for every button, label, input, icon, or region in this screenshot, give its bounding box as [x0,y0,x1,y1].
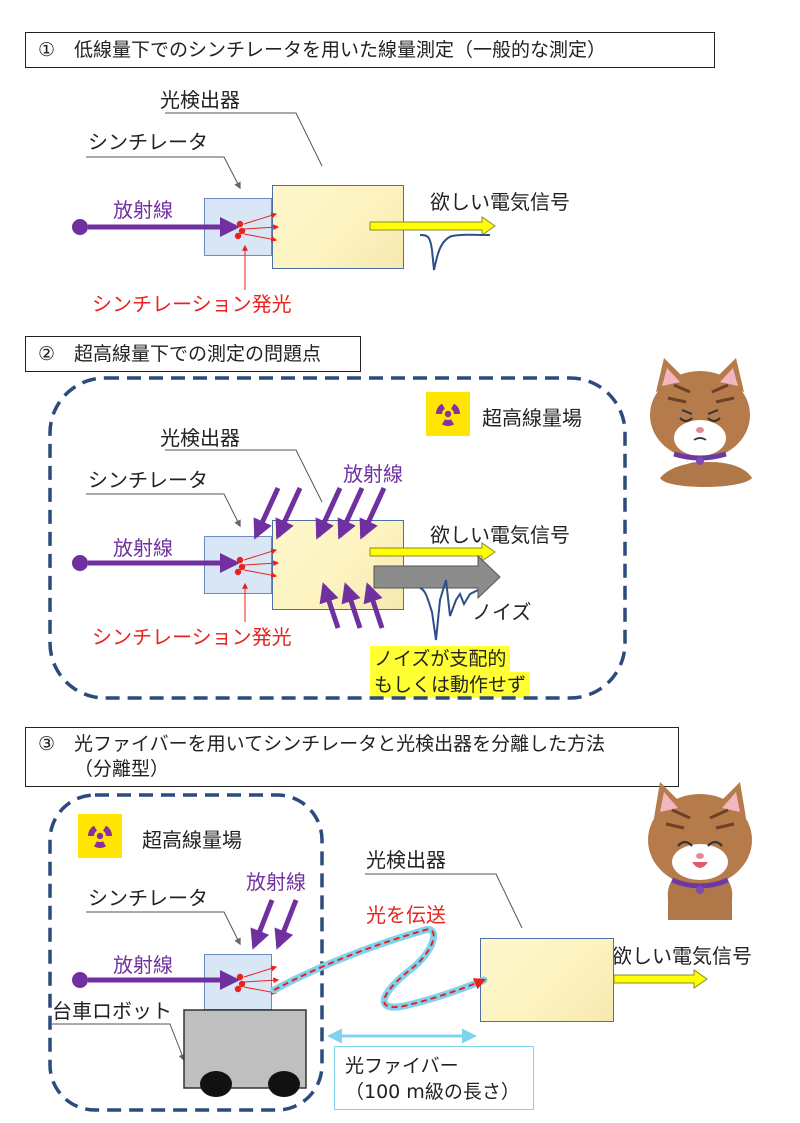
s3-scintillator-leader [86,911,241,946]
s2-noise-arrow [373,554,501,600]
section2-heading: ② 超高線量下での測定の問題点 [25,336,361,372]
s3-radiation-hazard-icon [78,814,122,858]
s3-light-transmission-path [273,928,487,1009]
s1-emission-dot [238,227,246,235]
s3-photodetector [480,938,614,1022]
s3-fiber-label-line2: （100 m級の長さ） [345,1081,520,1103]
s2-high-dose-boundary [48,376,627,700]
s1-emission-ray [243,233,278,243]
s3-radiation-label: 放射線 [113,953,173,977]
s3-radiation-label-top: 放射線 [246,870,306,894]
s3-fiber-label-line1: 光ファイバー [345,1055,459,1077]
s2-noise-label: ノイズ [472,600,532,624]
section3-heading-line2: （分離型） [74,758,170,780]
s2-signal-arrow [369,542,496,562]
happy-cat-illustration [648,782,752,920]
s1-photodetector-leader [165,112,323,167]
s3-scintillator-label: シンチレータ [88,886,208,910]
s2-emission-ray [243,569,278,579]
s2-photodetector-leader [165,449,323,503]
s1-emission-dot [234,232,242,240]
s2-stray-radiation-arrow [337,486,365,540]
s1-emission-ray [243,224,280,231]
s3-optical-fiber [270,926,488,1011]
s3-high-dose-boundary [48,793,324,1112]
s2-radiation-hazard-icon [426,392,470,436]
worried-cat-illustration [650,358,752,487]
s2-graphics [48,376,627,700]
s3-cart-leader [52,1023,186,1062]
s2-noise-waveform [419,579,479,641]
s3-fiber-label-box: 光ファイバー （100 m級の長さ） [334,1046,534,1110]
s2-desired-signal-label: 欲しい電気信号 [430,523,570,547]
s3-stray-radiation-arrow [250,899,275,950]
s1-photodetector-label: 光検出器 [160,88,240,112]
s1-scintillator-label: シンチレータ [88,130,208,154]
s3-high-dose-label: 超高線量場 [142,828,242,852]
s1-emission-label: シンチレーション発光 [92,292,292,316]
s2-radiation-label: 放射線 [113,536,173,560]
s2-high-dose-label: 超高線量場 [482,406,582,430]
s1-radiation-source [72,219,88,235]
s3-emission-dot [234,985,242,993]
s2-noise-warning-line2: もしくは動作せず [370,672,531,698]
s1-signal-pulse [419,233,491,271]
s3-photodetector-label: 光検出器 [366,848,446,872]
s2-emission-dot [236,556,244,564]
s2-stray-radiation-arrow [275,486,303,540]
s3-cart-robot-label: 台車ロボット [52,999,172,1023]
s1-emission-dot [236,220,244,228]
s2-emission-dot [238,563,246,571]
s2-stray-radiation-arrow [319,582,341,629]
s1-graphics [72,112,496,290]
s3-emission-dot [236,973,244,981]
s3-cart-robot-illustration [183,1009,307,1097]
s2-emission-label: シンチレーション発光 [92,625,292,649]
s3-transmit-label: 光を伝送 [366,903,446,927]
section3-heading-line1: ③ 光ファイバーを用いてシンチレータと光検出器を分離した方法 [38,733,606,755]
s3-emission-dot [238,980,246,988]
s2-radiation-top-label: 放射線 [343,462,403,486]
s2-emission-ray [243,548,278,561]
s3-desired-signal-label: 欲しい電気信号 [612,944,752,968]
s1-radiation-label: 放射線 [113,198,173,222]
s3-radiation-source [72,972,88,988]
s2-scintillator-label: シンチレータ [88,468,208,492]
s2-emission-ray [243,560,280,567]
s1-emission-ray [243,212,278,225]
section1-heading-text: ① 低線量下でのシンチレータを用いた線量測定（一般的な測定） [38,39,607,61]
section2-heading-text: ② 超高線量下での測定の問題点 [38,343,322,365]
s3-emission-ray [243,986,278,996]
section1-heading: ① 低線量下でのシンチレータを用いた線量測定（一般的な測定） [25,32,715,68]
s2-stray-radiation-arrow [253,486,281,540]
s3-signal-arrow [613,969,708,989]
s1-desired-signal-label: 欲しい電気信号 [430,190,570,214]
s3-emission-ray [243,965,278,978]
s2-scintillator-leader [86,493,241,528]
s3-stray-radiation-arrow [274,899,299,950]
s1-signal-arrow [369,216,496,236]
s2-stray-radiation-arrow [315,486,343,540]
s2-stray-radiation-arrow [359,486,387,540]
s3-photodetector-leader [365,873,523,929]
s2-emission-dot [234,568,242,576]
s2-stray-radiation-arrow [341,582,363,629]
s2-noise-warning-line1: ノイズが支配的 [370,646,511,672]
s3-graphics [48,793,708,1112]
s3-emission-ray [243,977,280,984]
s1-scintillator-leader [86,156,241,190]
s2-radiation-source [72,555,88,571]
s2-photodetector-label: 光検出器 [160,426,240,450]
section3-heading: ③ 光ファイバーを用いてシンチレータと光検出器を分離した方法 （分離型） [25,727,679,787]
s2-stray-radiation-arrow [363,582,385,629]
